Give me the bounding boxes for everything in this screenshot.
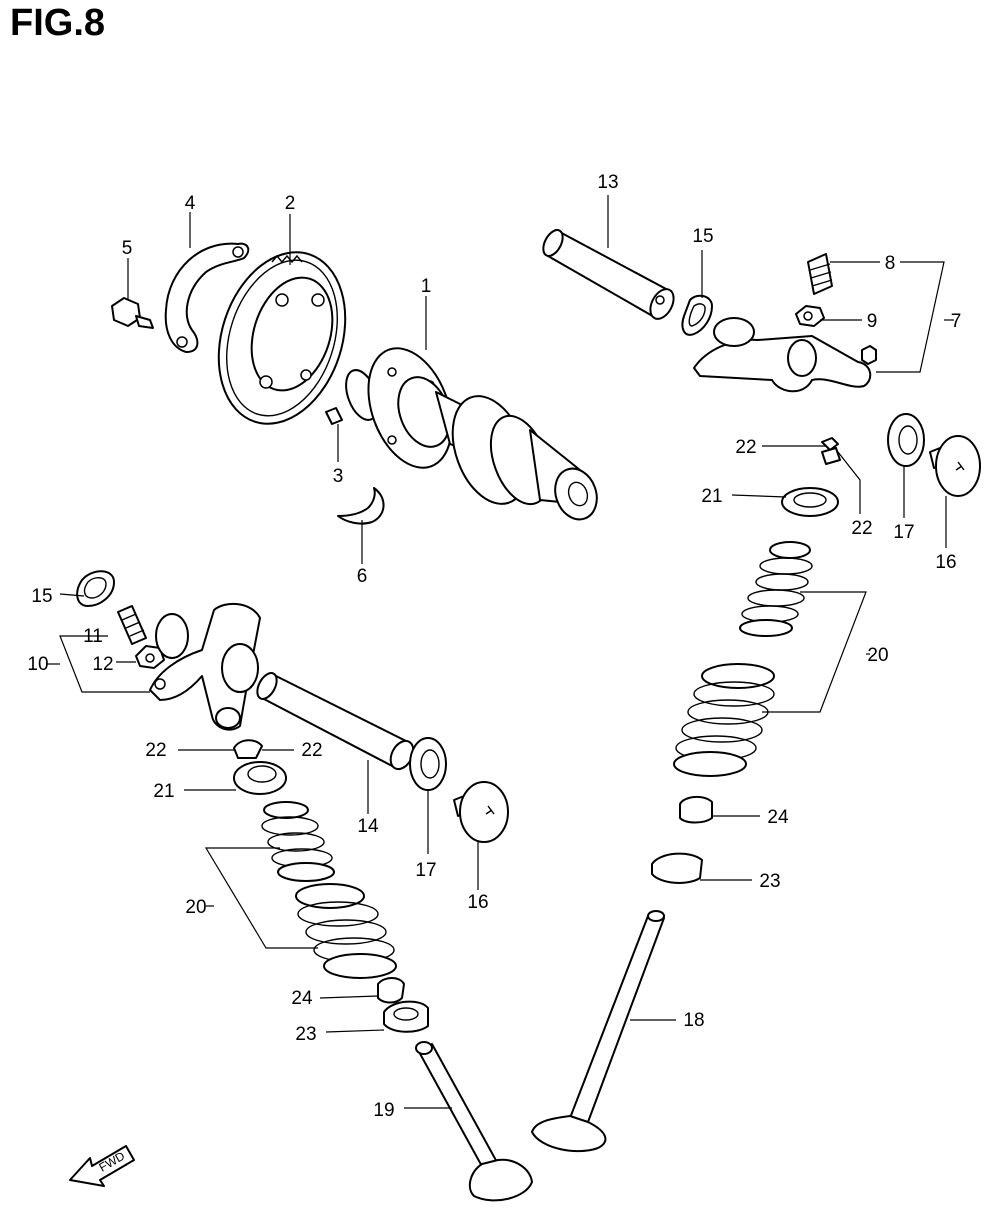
- label-21-lower: 21: [153, 781, 174, 802]
- part-24-stem-seal-upper[interactable]: [679, 796, 713, 824]
- label-9: 9: [867, 311, 878, 332]
- part-6-circlip[interactable]: [337, 487, 385, 525]
- part-16-cap-lower[interactable]: [453, 781, 509, 843]
- part-20-valve-spring-outer-lower[interactable]: [295, 883, 397, 979]
- part-4-sprocket-plate[interactable]: [164, 242, 250, 353]
- label-20-upper: 20: [867, 645, 888, 666]
- part-7-rocker-arm-upper[interactable]: [693, 317, 877, 393]
- part-8-adjust-screw[interactable]: [807, 253, 833, 295]
- part-20-valve-spring-outer-upper[interactable]: [673, 663, 775, 777]
- label-23-lower: 23: [295, 1024, 316, 1045]
- part-23-spring-seat-upper[interactable]: [651, 852, 703, 884]
- label-4: 4: [185, 193, 196, 214]
- callout-labels: 1 2 3 4 5 6 7 8 9 10 11 12 13 14 15 15 1…: [27, 172, 961, 1121]
- part-21-spring-retainer-lower[interactable]: [233, 761, 287, 795]
- label-18: 18: [683, 1010, 704, 1031]
- label-24-upper: 24: [767, 807, 789, 828]
- part-22-valve-cotter-lower[interactable]: [233, 739, 263, 759]
- label-20-lower: 20: [185, 897, 206, 918]
- part-15-o-ring-lower[interactable]: [76, 570, 115, 607]
- label-17-upper: 17: [893, 522, 914, 543]
- part-14-rocker-shaft-lower[interactable]: [253, 670, 418, 773]
- label-22-upper-left: 22: [735, 437, 756, 458]
- label-13: 13: [597, 172, 618, 193]
- part-15-o-ring-upper[interactable]: [681, 294, 713, 336]
- label-12: 12: [92, 654, 113, 675]
- part-24-stem-seal-lower[interactable]: [377, 977, 405, 1004]
- part-2-cam-sprocket[interactable]: [198, 236, 367, 440]
- label-5: 5: [122, 238, 133, 259]
- leader-lines: [46, 195, 954, 1109]
- part-16-cap-upper[interactable]: [929, 435, 981, 497]
- part-17-seal-upper[interactable]: [887, 413, 925, 467]
- label-1: 1: [421, 276, 432, 297]
- part-11-adjust-screw[interactable]: [117, 605, 147, 645]
- label-2: 2: [285, 193, 296, 214]
- label-15-upper: 15: [692, 226, 713, 247]
- part-19-valve[interactable]: [415, 1041, 533, 1202]
- label-19: 19: [373, 1100, 394, 1121]
- part-1-camshaft[interactable]: [340, 337, 604, 526]
- fwd-arrow-icon: FWD: [69, 1145, 135, 1187]
- part-20-valve-spring-inner-lower[interactable]: [261, 801, 335, 882]
- part-17-seal-lower[interactable]: [409, 737, 447, 791]
- label-8: 8: [885, 253, 896, 274]
- part-22-valve-cotter-upper[interactable]: [821, 437, 841, 465]
- part-13-rocker-shaft[interactable]: [539, 227, 678, 323]
- label-6: 6: [357, 566, 368, 587]
- label-3: 3: [333, 466, 344, 487]
- label-22-lower-left: 22: [145, 740, 166, 761]
- label-16-lower: 16: [467, 892, 488, 913]
- part-12-lock-nut[interactable]: [135, 645, 165, 669]
- label-23-upper: 23: [759, 871, 780, 892]
- part-10-rocker-arm-lower[interactable]: [149, 602, 261, 731]
- label-15-lower: 15: [31, 586, 52, 607]
- part-21-spring-retainer-upper[interactable]: [781, 487, 839, 517]
- label-11: 11: [83, 626, 103, 647]
- part-9-lock-nut[interactable]: [795, 305, 825, 327]
- label-7: 7: [951, 311, 962, 332]
- label-21-upper: 21: [701, 486, 722, 507]
- part-3-dowel-pin[interactable]: [325, 407, 343, 425]
- part-20-valve-spring-inner-upper[interactable]: [739, 541, 813, 637]
- figure-title: FIG.8: [10, 2, 106, 44]
- label-22-lower-right: 22: [301, 740, 322, 761]
- label-24-lower: 24: [291, 988, 313, 1009]
- label-17-lower: 17: [415, 860, 436, 881]
- label-22-upper-right: 22: [851, 518, 872, 539]
- label-16-upper: 16: [935, 552, 956, 573]
- label-14: 14: [357, 816, 379, 837]
- label-10: 10: [27, 654, 48, 675]
- part-18-valve[interactable]: [531, 910, 665, 1153]
- part-5-bolt[interactable]: [111, 297, 154, 329]
- part-23-spring-seat-lower[interactable]: [383, 1000, 429, 1033]
